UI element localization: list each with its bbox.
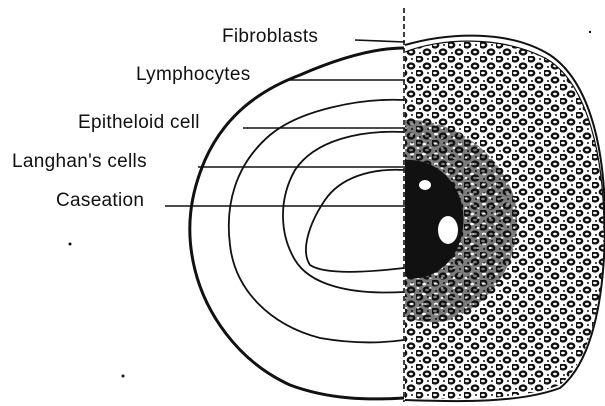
contour-caseation [306, 170, 404, 272]
label-epithelioid: Epitheloid cell [78, 112, 200, 133]
contour-langhans [283, 132, 404, 293]
label-lymphocytes: Lymphocytes [136, 64, 251, 85]
leader-fibroblasts [355, 40, 405, 42]
label-caseation: Caseation [56, 190, 144, 211]
scan-speck [589, 31, 591, 33]
scan-speck [122, 375, 125, 378]
stippled-tissue-half [405, 30, 605, 405]
label-fibroblasts: Fibroblasts [222, 26, 318, 47]
label-langhans: Langhan's cells [12, 151, 147, 172]
scan-speck [69, 243, 72, 246]
contour-epithelioid [229, 100, 404, 343]
